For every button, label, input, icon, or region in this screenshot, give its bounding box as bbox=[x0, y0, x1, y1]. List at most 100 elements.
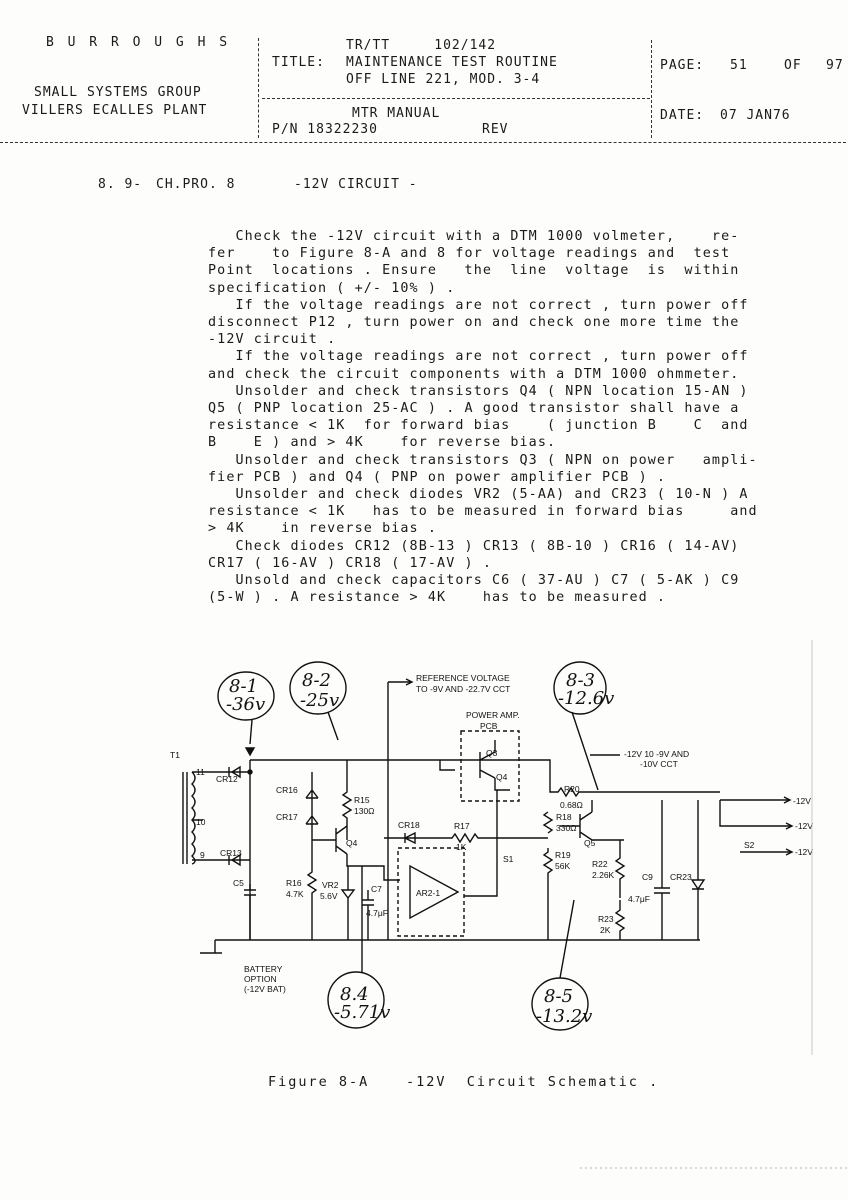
body-line: > 4K in reverse bias . bbox=[208, 521, 438, 537]
s1-line bbox=[464, 790, 498, 897]
c9-label: C9 bbox=[642, 872, 653, 882]
figure-caption-text: -12V Circuit Schematic . bbox=[406, 1074, 660, 1090]
page-total: 97 bbox=[826, 58, 844, 73]
c5-label: C5 bbox=[233, 878, 244, 888]
date-label: DATE: bbox=[660, 108, 705, 123]
r20-label: R20 bbox=[564, 784, 580, 794]
ref-voltage-label-1: REFERENCE VOLTAGE bbox=[416, 673, 510, 683]
battery-label-1: BATTERY bbox=[244, 964, 283, 974]
out-label-3: -12V bbox=[795, 847, 813, 857]
page-label: PAGE: bbox=[660, 58, 705, 73]
body-line: Unsolder and check diodes VR2 (5-AA) and… bbox=[208, 487, 749, 503]
tp-8-3-lead bbox=[571, 711, 599, 791]
r20-resistor bbox=[549, 772, 720, 798]
r17-resistor bbox=[420, 832, 548, 844]
tp-8-5-voltage: -13.2v bbox=[536, 1006, 592, 1027]
figure-caption-label: Figure 8-A bbox=[268, 1074, 370, 1090]
tap-11-label: 11 bbox=[196, 767, 205, 777]
tap-10-label: 10 bbox=[196, 817, 206, 827]
tp-8-5-lead bbox=[559, 899, 575, 979]
doc-ref: TR/TT 102/142 bbox=[346, 38, 497, 53]
battery-label-3: (-12V BAT) bbox=[244, 984, 286, 994]
body-line: and check the circuit components with a … bbox=[208, 366, 740, 382]
r17-value: 1K bbox=[456, 842, 467, 852]
cr17-diode bbox=[305, 814, 319, 825]
q5-transistor bbox=[560, 800, 624, 841]
header-bottom-rule bbox=[0, 142, 846, 143]
q4-transistor bbox=[312, 825, 348, 855]
body-line: Unsolder and check transistors Q3 ( NPN … bbox=[208, 452, 758, 468]
out-note-1: -12V 10 -9V AND bbox=[624, 749, 689, 759]
cr-node-dot bbox=[247, 769, 253, 775]
tp-8-4-bubble bbox=[327, 971, 385, 1029]
cr23-diode bbox=[690, 800, 706, 940]
t1-label: T1 bbox=[170, 750, 180, 760]
power-amp-label-2: PCB bbox=[480, 721, 498, 731]
cr12-node-diode bbox=[244, 747, 256, 757]
rev-label: REV bbox=[482, 122, 509, 137]
r15-resistor bbox=[341, 760, 353, 840]
r23-value: 2K bbox=[600, 925, 611, 935]
cr13-diode bbox=[228, 853, 250, 867]
q3-label: Q3 bbox=[486, 748, 498, 758]
section-number: 8. 9- bbox=[98, 177, 143, 192]
body-line: B E ) and > 4K for reverse bias. bbox=[208, 435, 557, 451]
out-line-1 bbox=[720, 796, 792, 804]
body-line: (5-W ) . A resistance > 4K has to be mea… bbox=[208, 590, 667, 606]
company-name: B U R R O U G H S bbox=[46, 35, 231, 50]
tp-8-1-voltage: -36v bbox=[226, 694, 265, 715]
body-line: Check diodes CR12 (8B-13 ) CR13 ( 8B-10 … bbox=[208, 538, 740, 554]
c7-label: C7 bbox=[371, 884, 382, 894]
title-line-1: MAINTENANCE TEST ROUTINE bbox=[346, 55, 558, 70]
q5-label: Q5 bbox=[584, 838, 596, 848]
section-code: CH.PRO. 8 bbox=[156, 177, 236, 192]
out-note-2: -10V CCT bbox=[640, 759, 678, 769]
tp-8-2-voltage: -25v bbox=[300, 690, 339, 711]
body-line: fer to Figure 8-A and 8 for voltage read… bbox=[208, 246, 731, 262]
ar2-opamp bbox=[409, 864, 460, 920]
r22-resistor bbox=[614, 840, 626, 898]
title-line-2: OFF LINE 221, MOD. 3-4 bbox=[346, 72, 541, 87]
page-of: OF bbox=[784, 58, 802, 73]
cr12-diode bbox=[228, 765, 250, 779]
tp-8-3-bubble bbox=[553, 661, 607, 715]
ground-symbol bbox=[200, 940, 222, 954]
out-line-2 bbox=[719, 800, 794, 830]
cr18-label: CR18 bbox=[398, 820, 420, 830]
header-divider-left bbox=[258, 38, 259, 138]
tp-8-5-label: 8-5 bbox=[544, 986, 573, 1007]
body-line: -12V circuit . bbox=[208, 332, 337, 348]
q4-emitter bbox=[346, 854, 400, 881]
transformer-t1 bbox=[182, 771, 232, 865]
r19-value: 56K bbox=[555, 861, 570, 871]
cr16-label: CR16 bbox=[276, 785, 298, 795]
r16-resistor bbox=[306, 840, 318, 940]
tp-8-2-lead bbox=[327, 711, 339, 741]
tp-8-1-bubble bbox=[217, 671, 275, 721]
power-amp-label-1: POWER AMP. bbox=[466, 710, 520, 720]
vr2-label: VR2 bbox=[322, 880, 339, 890]
manual-name: MTR MANUAL bbox=[352, 106, 441, 121]
r20-value: 0.68Ω bbox=[560, 800, 583, 810]
r23-resistor bbox=[614, 900, 626, 940]
r18-resistor bbox=[542, 811, 554, 834]
body-line: resistance < 1K has to be measured in fo… bbox=[208, 504, 758, 520]
r17-label: R17 bbox=[454, 821, 470, 831]
plant-name: VILLERS ECALLES PLANT bbox=[22, 103, 208, 118]
r22-label: R22 bbox=[592, 859, 608, 869]
cr18-diode bbox=[384, 831, 420, 845]
date-value: 07 JAN76 bbox=[720, 108, 791, 123]
r19-resistor bbox=[542, 848, 554, 940]
q3-transistor bbox=[479, 740, 496, 779]
power-amp-box bbox=[460, 730, 520, 802]
r18-value: 330Ω bbox=[556, 823, 577, 833]
header-mid-rule bbox=[262, 98, 650, 99]
cr23-label: CR23 bbox=[670, 872, 692, 882]
body-line: Q5 ( PNP location 25-AC ) . A good trans… bbox=[208, 401, 740, 417]
tp-8-3-voltage: -12.6v bbox=[558, 688, 614, 709]
vr2-zener bbox=[340, 866, 356, 940]
ref-voltage-label-2: TO -9V AND -22.7V CCT bbox=[416, 684, 510, 694]
r19-label: R19 bbox=[555, 850, 571, 860]
r18-label: R18 bbox=[556, 812, 572, 822]
